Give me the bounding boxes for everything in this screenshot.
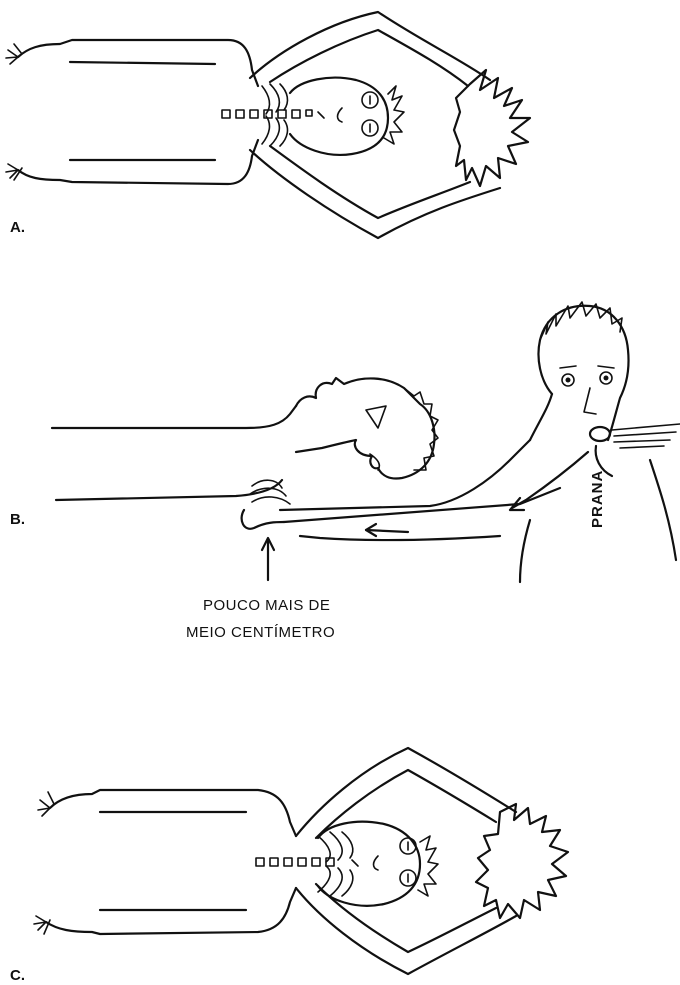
healer-head-a [454, 70, 530, 186]
spine-markers-c [256, 858, 334, 866]
distance-note-line1: POUCO MAIS DE [203, 597, 330, 614]
patient-body-a [6, 40, 404, 184]
panel-b: PRANA POUCO MAIS DE MEIO CENTÍMETRO B. [10, 302, 680, 641]
panel-label-a: A. [10, 219, 25, 236]
distance-note-line2: MEIO CENTÍMETRO [186, 624, 335, 641]
panel-c: C. [10, 748, 568, 984]
prana-arrow-lower [366, 524, 408, 536]
panel-a: A. [6, 12, 530, 238]
panel-label-b: B. [10, 511, 25, 528]
healer-arms-c [296, 748, 516, 974]
prana-arrow-upper [510, 452, 588, 510]
distance-pointer-arrow [262, 538, 274, 580]
patient-body-c [34, 790, 438, 934]
prana-label: PRANA [589, 470, 606, 528]
healer-arms-a [250, 12, 500, 238]
patient-body-b [52, 378, 438, 500]
panel-label-c: C. [10, 967, 25, 984]
healer-head-c [476, 804, 568, 918]
healer-hand-b [242, 480, 290, 529]
breath-stream [612, 424, 680, 448]
